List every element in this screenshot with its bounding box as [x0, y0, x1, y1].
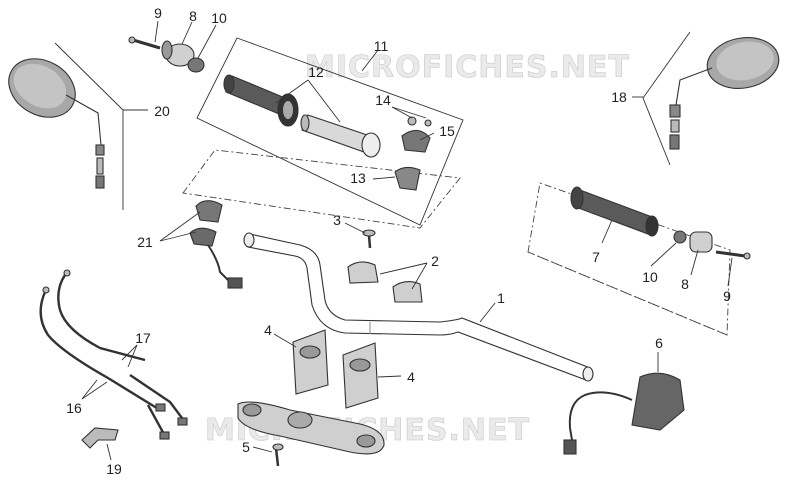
callout-20: 20	[154, 103, 170, 119]
callout-21: 21	[137, 234, 153, 250]
throttle-tube	[300, 114, 381, 158]
callout-7: 7	[592, 249, 600, 265]
group-box-right-grip	[527, 182, 731, 336]
leader-11	[361, 49, 379, 72]
leader-5	[252, 446, 273, 453]
leader-14b	[391, 106, 427, 119]
right-mirror	[669, 37, 780, 150]
callout-17: 17	[135, 330, 151, 346]
leader-17b	[127, 344, 138, 368]
right-bar-end-weight	[673, 230, 751, 260]
handlebar	[243, 232, 594, 382]
leader-13	[372, 176, 396, 180]
leader-3	[344, 222, 366, 234]
callout-10b: 10	[642, 269, 658, 285]
leader-21a	[159, 211, 201, 242]
throttle-housing-upper	[401, 116, 432, 153]
right-grip	[570, 186, 659, 237]
leader-14a	[391, 106, 413, 119]
handlebar-risers	[292, 329, 379, 409]
right-switch	[563, 372, 685, 455]
throttle-housing-lower	[394, 166, 421, 191]
callout-5: 5	[242, 439, 250, 455]
leader-17a	[121, 344, 138, 361]
leader-8a	[181, 21, 193, 45]
leader-7	[601, 219, 613, 244]
leader-4b	[377, 375, 402, 378]
group-box-11	[196, 37, 464, 226]
callout-10a: 10	[211, 10, 227, 26]
callout-13: 13	[350, 170, 366, 186]
callout-1: 1	[497, 290, 505, 306]
callout-2: 2	[431, 253, 439, 269]
callout-16: 16	[66, 400, 82, 416]
left-grip	[223, 74, 299, 127]
leader-4a	[273, 333, 297, 348]
leader-16b	[81, 381, 108, 400]
leader-12a	[275, 79, 309, 104]
left-bar-end-weight	[128, 36, 205, 73]
upper-triple-clamp	[237, 401, 385, 467]
callout-14: 14	[375, 92, 391, 108]
cable-bracket	[81, 427, 119, 449]
left-mirror	[8, 58, 105, 189]
callout-4b: 4	[407, 369, 415, 385]
leader-10a	[197, 24, 217, 59]
callout-3: 3	[333, 212, 341, 228]
throttle-cables	[39, 269, 188, 440]
callout-9b: 9	[723, 288, 731, 304]
handlebar-clamps	[347, 229, 423, 303]
leader-8b	[690, 249, 699, 276]
watermark-top: MICROFICHES.NET	[305, 50, 630, 85]
leader-9b	[727, 257, 733, 287]
leader-2a	[379, 262, 428, 275]
callout-8a: 8	[189, 8, 197, 24]
callout-9a: 9	[154, 5, 162, 21]
left-switch	[189, 200, 243, 289]
callout-15: 15	[439, 123, 455, 139]
leader-2b	[411, 262, 428, 290]
leader-16a	[81, 379, 98, 400]
callout-8b: 8	[681, 276, 689, 292]
leader-12b	[307, 79, 341, 123]
leader-21b	[159, 231, 197, 242]
callout-6: 6	[655, 335, 663, 351]
leader-10b	[650, 242, 677, 267]
callout-4a: 4	[264, 322, 272, 338]
leader-15	[419, 132, 435, 141]
leader-1	[479, 302, 496, 323]
leader-18-frame	[642, 31, 691, 166]
leader-20-frame	[54, 42, 124, 210]
callout-19: 19	[106, 461, 122, 477]
callout-18: 18	[611, 89, 627, 105]
group-box-13-15	[182, 149, 461, 229]
callout-12: 12	[308, 64, 324, 80]
group-box-right-grip-diag	[527, 251, 728, 336]
callout-11: 11	[374, 38, 389, 54]
leader-9a	[154, 20, 159, 43]
leader-19	[106, 443, 112, 461]
